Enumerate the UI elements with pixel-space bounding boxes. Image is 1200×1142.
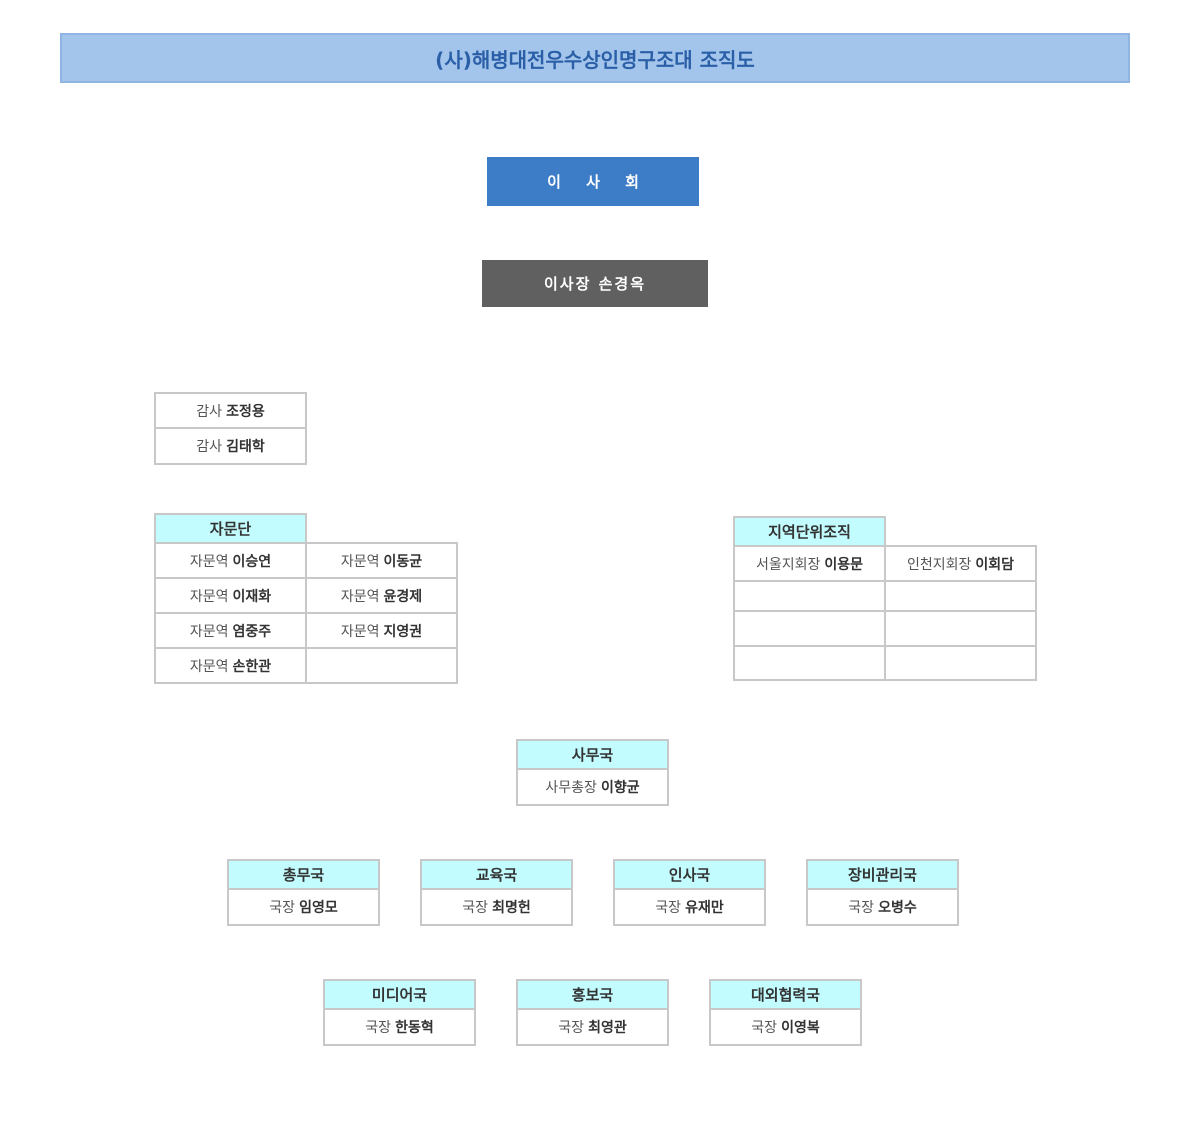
advisor-name: 이승연 (232, 553, 272, 570)
department-header: 인사국 (613, 859, 766, 890)
regional-name: 이회담 (975, 556, 1015, 573)
department-name: 오병수 (878, 900, 917, 916)
regional-empty-cell (733, 645, 886, 681)
regional-empty-cell (733, 580, 886, 612)
secretariat-header: 사무국 (516, 739, 669, 770)
department-role: 국장 (848, 900, 875, 916)
advisor-name: 염중주 (232, 623, 272, 640)
auditor-name: 김태학 (226, 439, 265, 455)
regional-header: 지역단위조직 (733, 516, 886, 547)
advisor-name: 이동균 (383, 553, 423, 570)
secretariat-role: 사무총장 (545, 780, 597, 796)
department-role: 국장 (655, 900, 682, 916)
advisor-role: 자문역 (189, 658, 229, 675)
advisor-role: 자문역 (340, 553, 380, 570)
department-role: 국장 (269, 900, 296, 916)
advisor-name: 윤경제 (383, 588, 423, 605)
department-header: 총무국 (227, 859, 380, 890)
department-header: 미디어국 (323, 979, 476, 1010)
auditor-role: 감사 (196, 403, 223, 420)
advisor-name: 지영권 (383, 623, 423, 640)
board-of-directors-box: 이 사 회 (487, 157, 699, 206)
department-role: 국장 (558, 1020, 585, 1036)
advisor-role: 자문역 (189, 623, 229, 640)
advisor-role: 자문역 (340, 588, 380, 605)
regional-empty-cell (733, 610, 886, 647)
department-header: 대외협력국 (709, 979, 862, 1010)
advisor-name: 이재화 (232, 588, 272, 605)
regional-role: 서울지회장 (755, 556, 821, 573)
regional-empty-cell (884, 610, 1037, 647)
advisor-name: 손한관 (232, 658, 272, 675)
advisor-role: 자문역 (189, 553, 229, 570)
advisor-role: 자문역 (340, 623, 380, 640)
secretariat-name: 이향균 (600, 780, 640, 796)
department-name: 최명헌 (492, 900, 531, 916)
department-name: 임영모 (299, 900, 338, 916)
department-role: 국장 (365, 1020, 392, 1036)
regional-empty-cell (884, 580, 1037, 612)
advisor-role: 자문역 (189, 588, 229, 605)
org-chart-title: (사)해병대전우수상인명구조대 조직도 (60, 33, 1130, 83)
department-header: 교육국 (420, 859, 573, 890)
department-name: 최영관 (588, 1020, 627, 1036)
department-name: 이영복 (781, 1020, 820, 1036)
auditor-role: 감사 (196, 439, 223, 455)
department-name: 유재만 (685, 900, 724, 916)
regional-empty-cell (884, 645, 1037, 681)
department-role: 국장 (751, 1020, 778, 1036)
department-header: 홍보국 (516, 979, 669, 1010)
auditor-name: 조정용 (226, 403, 265, 420)
advisor-empty-cell (305, 647, 458, 684)
regional-role: 인천지회장 (906, 556, 972, 573)
advisory-header: 자문단 (154, 513, 307, 544)
regional-name: 이용문 (824, 556, 864, 573)
department-header: 장비관리국 (806, 859, 959, 890)
department-name: 한동혁 (395, 1020, 434, 1036)
chairman-box: 이사장 손경옥 (482, 260, 708, 307)
department-role: 국장 (462, 900, 489, 916)
